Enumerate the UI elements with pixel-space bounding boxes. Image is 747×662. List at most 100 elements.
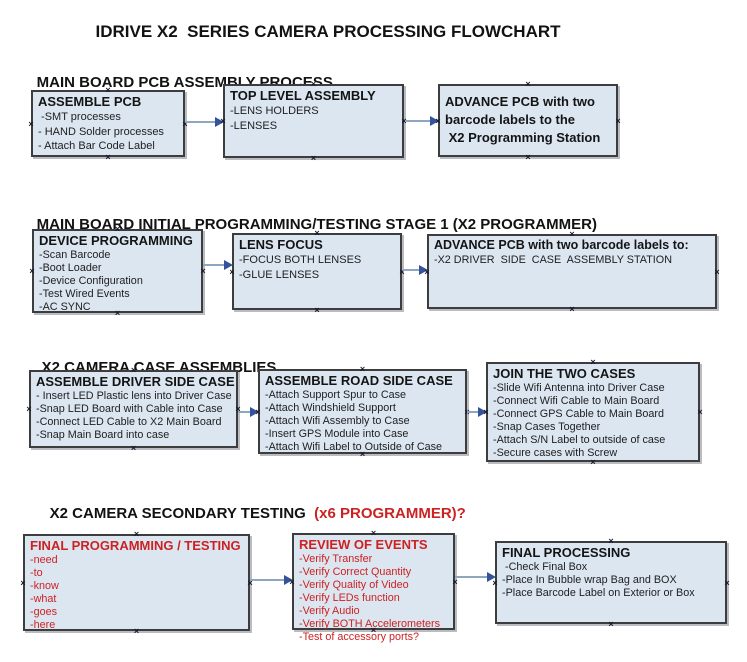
box-item: -Boot Loader (39, 262, 102, 274)
arrow-shaft (203, 264, 226, 266)
box-item: -Verify Quality of Video (299, 579, 409, 591)
box-item: -Device Configuration (39, 275, 143, 287)
box-assemble-driver-side-case: ASSEMBLE DRIVER SIDE CASE - Insert LED P… (26, 366, 240, 453)
box-item: -Connect Wifi Cable to Main Board (493, 395, 660, 407)
connection-point-icon: × (724, 577, 730, 588)
box-item: -X2 DRIVER SIDE CASE ASSEMBLY STATION (434, 254, 672, 266)
box-item: -Check Final Box (502, 561, 588, 573)
box-item: -Place In Bubble wrap Bag and BOX (502, 574, 677, 586)
connection-point-icon: × (569, 304, 575, 314)
box-title: DEVICE PROGRAMMING (39, 233, 193, 248)
flow-arrow (186, 117, 224, 127)
flow-arrow (455, 572, 496, 582)
arrow-head-icon (430, 116, 439, 126)
box-title: FINAL PROGRAMMING / TESTING (30, 538, 241, 553)
connection-point-icon: × (525, 79, 531, 89)
box-item: -Secure cases with Screw (493, 447, 618, 459)
box-item: -GLUE LENSES (239, 268, 320, 281)
connection-point-icon: × (26, 404, 32, 414)
section-heading-text: MAIN BOARD INITIAL PROGRAMMING/TESTING S… (36, 216, 597, 233)
box-item: -Attach Wifi Label to Outside of Case (265, 441, 443, 453)
connection-point-icon: × (525, 152, 531, 162)
box-item-list: -X2 DRIVER SIDE CASE ASSEMBLY STATION (434, 254, 710, 267)
box-item: -Snap Main Board into case (36, 429, 170, 441)
box-item-list: -Check Final Box-Place In Bubble wrap Ba… (502, 561, 720, 600)
box-title: FINAL PROCESSING (502, 545, 631, 560)
arrow-head-icon (224, 260, 233, 270)
arrow-shaft (186, 121, 217, 123)
box-item: -SMT processes (38, 111, 121, 123)
box-item: -Attach Support Spur to Case (265, 389, 407, 401)
box-title: JOIN THE TWO CASES (493, 366, 636, 381)
flow-arrow (238, 407, 259, 417)
connection-point-icon: × (29, 266, 35, 276)
box-item-list: -FOCUS BOTH LENSES -GLUE LENSES (239, 253, 395, 282)
box-item: - Attach Bar Code Label (38, 140, 155, 152)
box-item: -Connect GPS Cable to Main Board (493, 408, 665, 420)
box-item: -Slide Wifi Antenna into Driver Case (493, 382, 665, 394)
box-item: -Verify Correct Quantity (299, 566, 412, 578)
box-item-list: -Attach Support Spur to Case-Attach Wind… (265, 389, 460, 454)
box-item: - Insert LED Plastic lens into Driver Ca… (36, 390, 232, 402)
box-item: -Snap Cases Together (493, 421, 601, 433)
arrow-head-icon (250, 407, 259, 417)
arrow-head-icon (215, 117, 224, 127)
box-item: -LENS HOLDERS (230, 105, 319, 117)
connection-point-icon: × (28, 118, 34, 129)
box-assemble-road-side-case: ASSEMBLE ROAD SIDE CASE -Attach Support … (255, 364, 469, 459)
box-item: -need (30, 554, 58, 566)
box-item: -here (30, 619, 56, 631)
box-item: -what (30, 593, 57, 605)
box-item: -AC SYNC (39, 301, 91, 313)
arrow-shaft (467, 411, 480, 413)
box-item: -Verify Transfer (299, 553, 373, 565)
box-item-list: -LENS HOLDERS-LENSES (230, 104, 397, 133)
arrow-shaft (250, 579, 286, 581)
box-item: -FOCUS BOTH LENSES (239, 254, 362, 266)
arrow-shaft (403, 269, 421, 271)
box-top-level-assembly: TOP LEVEL ASSEMBLY -LENS HOLDERS-LENSES … (220, 80, 406, 163)
box-item: -Attach Windshield Support (265, 402, 396, 414)
box-item: -Test Wired Events (39, 288, 130, 300)
box-item: -Test of accessory ports? (299, 631, 420, 643)
connection-point-icon: × (105, 152, 111, 162)
connection-point-icon: × (20, 577, 26, 588)
flow-arrow (467, 407, 487, 417)
connection-point-icon: × (608, 619, 614, 629)
box-item-list: -Scan Barcode-Boot Loader-Device Configu… (39, 249, 196, 314)
flow-arrow (250, 575, 293, 585)
box-assemble-pcb: ASSEMBLE PCB -SMT processes - HAND Solder… (28, 86, 187, 162)
box-item: -Attach Wifi Assembly to Case (265, 415, 410, 427)
box-review-of-events: REVIEW OF EVENTS -Verify Transfer-Verify… (289, 529, 457, 644)
box-title: ASSEMBLE PCB (38, 94, 142, 109)
box-final-processing: FINAL PROCESSING -Check Final Box-Place … (492, 536, 730, 629)
box-lens-focus: LENS FOCUS -FOCUS BOTH LENSES -GLUE LENSE… (229, 229, 404, 315)
box-title: ADVANCE PCB with two barcode labels to t… (445, 94, 601, 145)
connection-point-icon: × (359, 364, 366, 374)
connection-point-icon: × (590, 357, 596, 367)
box-title: ASSEMBLE ROAD SIDE CASE (265, 373, 453, 388)
box-item: -Insert GPS Module into Case (265, 428, 409, 440)
box-title: ADVANCE PCB with two barcode labels to: (434, 238, 689, 252)
box-title: ASSEMBLE DRIVER SIDE CASE (36, 374, 235, 389)
connection-point-icon: × (714, 266, 720, 277)
section-heading-red-text: (x6 PROGRAMMER)? (314, 505, 466, 522)
box-item: -Snap LED Board with Cable into Case (36, 403, 223, 415)
connection-point-icon: × (615, 115, 621, 126)
box-item: - HAND Solder processes (38, 125, 164, 138)
box-item: -Scan Barcode (39, 249, 111, 261)
connection-point-icon: × (608, 536, 614, 546)
box-title: TOP LEVEL ASSEMBLY (230, 88, 376, 103)
box-item: -goes (30, 606, 58, 618)
box-item-list: -need-to-know-what-goes-here (30, 554, 243, 632)
arrow-shaft (455, 576, 489, 578)
box-title: LENS FOCUS (239, 237, 323, 252)
box-item-list: -SMT processes - HAND Solder processes - A… (38, 110, 178, 154)
box-item-list: - Insert LED Plastic lens into Driver Ca… (36, 390, 232, 442)
box-item: -to (30, 567, 43, 579)
box-title: REVIEW OF EVENTS (299, 537, 428, 552)
page-title: IDRIVE X2 SERIES CAMERA PROCESSING FLOWC… (95, 22, 561, 41)
box-item: -Verify Audio (299, 605, 360, 617)
connection-point-icon: × (310, 153, 317, 163)
